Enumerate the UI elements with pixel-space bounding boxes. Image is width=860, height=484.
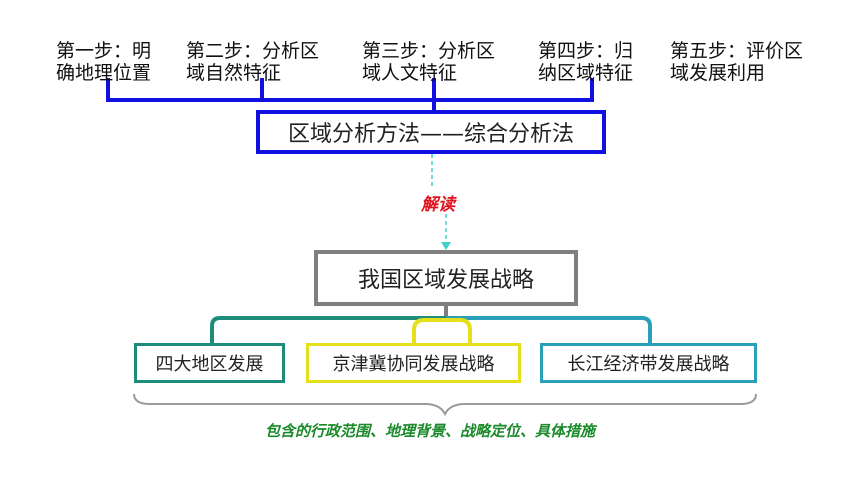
step-5-line1: 第五步：评价区 bbox=[670, 40, 804, 62]
step-1: 第一步：明 确地理位置 bbox=[56, 40, 151, 84]
step-2-line2: 域自然特征 bbox=[186, 62, 282, 84]
step-3: 第三步：分析区 域人文特征 bbox=[362, 40, 495, 84]
region-box-four-regions: 四大地区发展 bbox=[134, 343, 285, 383]
step-2: 第二步：分析区 域自然特征 bbox=[186, 40, 319, 84]
step-3-line1: 第三步：分析区 bbox=[362, 40, 496, 62]
step-5-line2: 域发展利用 bbox=[670, 62, 766, 84]
method-box: 区域分析方法——综合分析法 bbox=[256, 110, 606, 154]
step-5: 第五步：评价区 域发展利用 bbox=[670, 40, 803, 84]
steps-bracket bbox=[106, 78, 594, 110]
step-2-line1: 第二步：分析区 bbox=[186, 40, 320, 62]
step-1-line1: 第一步：明 bbox=[56, 40, 152, 62]
interpret-label: 解读 bbox=[421, 195, 455, 215]
step-4: 第四步：归 纳区域特征 bbox=[538, 40, 633, 84]
strategy-box: 我国区域发展战略 bbox=[314, 250, 578, 306]
region-box-yangtze: 长江经济带发展战略 bbox=[540, 343, 757, 383]
step-4-line2: 纳区域特征 bbox=[538, 62, 634, 84]
step-4-line1: 第四步：归 bbox=[538, 40, 634, 62]
region-box-jingjinji: 京津冀协同发展战略 bbox=[306, 343, 521, 383]
branch-green bbox=[210, 316, 446, 343]
summary-brace bbox=[133, 393, 757, 417]
step-1-line2: 确地理位置 bbox=[56, 62, 152, 84]
interpret-arrow-head bbox=[441, 242, 451, 250]
branch-yellow bbox=[412, 318, 472, 343]
step-3-line2: 域人文特征 bbox=[362, 62, 458, 84]
summary-text: 包含的行政范围、地理背景、战略定位、具体措施 bbox=[264, 422, 595, 440]
branch-teal bbox=[446, 316, 652, 343]
